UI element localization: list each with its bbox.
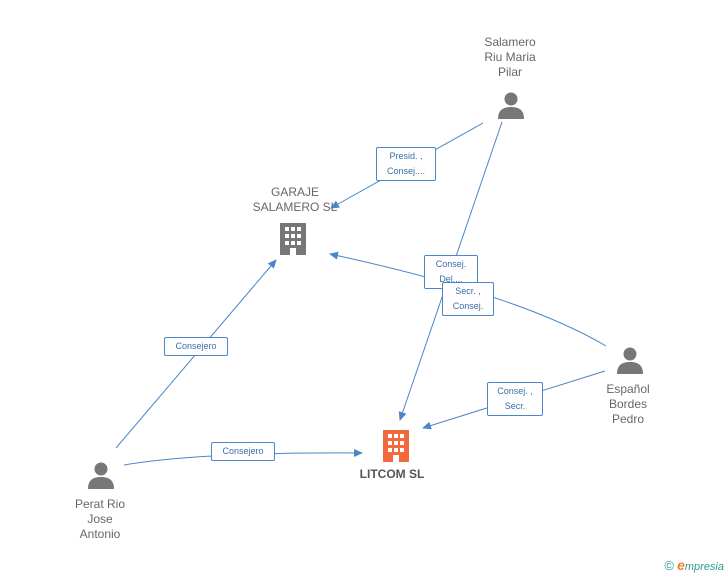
empresia-logo: © empresia	[664, 557, 724, 573]
edge-label-secr-consej: Secr. , Consej.	[442, 282, 494, 316]
copyright-icon: ©	[664, 558, 675, 573]
node-label-salamero[interactable]: Salamero Riu Maria Pilar	[484, 35, 536, 79]
building-icon-litcom[interactable]	[381, 428, 411, 462]
edge-label-consejero-litcom: Consejero	[211, 442, 275, 461]
edge-espanol-garaje	[329, 251, 607, 347]
building-icon-garaje[interactable]	[278, 221, 308, 255]
edge-label-consejero-garaje: Consejero	[164, 337, 228, 356]
person-icon-salamero[interactable]	[496, 90, 526, 120]
node-label-litcom[interactable]: LITCOM SL	[359, 467, 425, 481]
edge-label-consej-secr: Consej. , Secr.	[487, 382, 543, 416]
person-icon-espanol[interactable]	[615, 345, 645, 375]
node-label-perat[interactable]: Perat Rio Jose Antonio	[74, 497, 126, 541]
brand-e: e	[677, 557, 685, 573]
brand-rest: mpresia	[684, 561, 724, 573]
edge-label-presid: Presid. , Consej....	[376, 147, 436, 181]
person-icon-perat[interactable]	[86, 460, 116, 490]
node-label-espanol[interactable]: Español Bordes Pedro	[606, 382, 650, 426]
node-label-garaje[interactable]: GARAJE SALAMERO SL	[252, 185, 338, 214]
